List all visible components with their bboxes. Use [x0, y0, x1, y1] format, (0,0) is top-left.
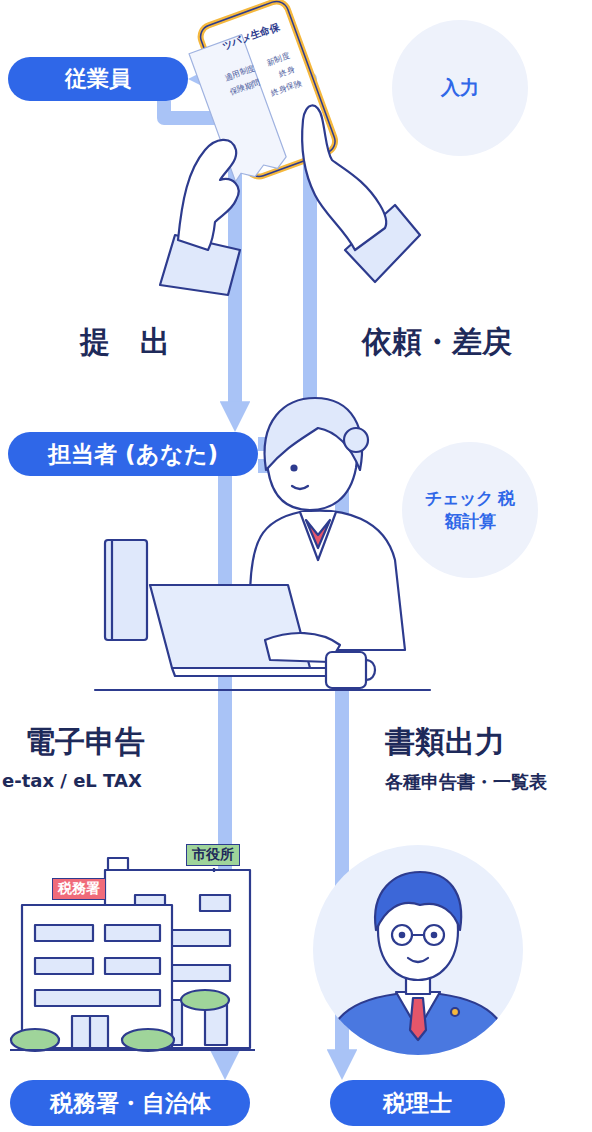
node-text: 担当者 (あなた): [48, 439, 218, 470]
office-buildings-illustration-part: [22, 905, 172, 1048]
staff-illustration-part: [366, 660, 375, 680]
node-text: 税理士: [383, 1088, 452, 1119]
edge-sublabel: 各種申告書・一覧表: [385, 770, 547, 794]
step-circle: 入力: [392, 20, 528, 156]
office-buildings-illustration-part: [35, 925, 93, 941]
node-text: 入力: [441, 75, 479, 101]
accountant-illustration-part: [412, 934, 424, 936]
step-circle: チェック 税額計算: [402, 442, 538, 578]
node-text: 税務署・自治体: [50, 1088, 211, 1119]
office-buildings-illustration-part: [11, 1029, 59, 1051]
phone-text: 終身: [278, 64, 297, 80]
phone-screen-text: ツバメ生命保適用制度新制度保険期間終身終身保険: [0, 0, 592, 284]
office-buildings-illustration-part: [181, 990, 229, 1010]
staff-illustration-part: [172, 668, 350, 676]
circle-fill: [402, 442, 538, 578]
hands-phone-illustration-part: [178, 140, 239, 250]
node-text: 従業員: [65, 64, 131, 94]
accountant-illustration-part: [392, 925, 412, 945]
office-buildings-illustration-part: [105, 958, 160, 974]
building-sign: 税務署: [52, 878, 106, 900]
circle-fill: [392, 20, 528, 156]
office-buildings-illustration-part: [200, 895, 230, 911]
hands-phone-illustration: [160, 0, 420, 295]
staff-illustration-part: [326, 652, 366, 688]
office-buildings-illustration-part: [185, 840, 243, 868]
staff-illustration-part: [292, 486, 308, 489]
edge-label: 書類出力: [385, 722, 505, 763]
office-buildings-illustration-part: [35, 990, 160, 1006]
office-buildings-illustration-part: [105, 925, 160, 941]
accountant-illustration-part: [408, 958, 428, 962]
accountant-illustration-part: [451, 1008, 459, 1016]
building-sign: 市役所: [186, 844, 240, 866]
phone-text: 終身保険: [270, 77, 304, 98]
office-buildings-illustration-part: [35, 958, 93, 974]
edge-label: 提 出: [80, 322, 170, 363]
staff-illustration-part: [95, 689, 430, 691]
hands-phone-illustration-part: [302, 105, 386, 250]
office-buildings-illustration: [10, 840, 255, 1051]
accountant-illustration-part: [400, 933, 404, 937]
office-buildings-illustration-part: [10, 1049, 255, 1051]
accountant-illustration-part-part: [410, 998, 426, 1040]
accountant-illustration-part: [432, 933, 436, 937]
destination-pill: 税務署・自治体: [10, 1080, 250, 1126]
staff-illustration-part: [292, 466, 297, 471]
role-pill: 担当者 (あなた): [8, 432, 258, 476]
accountant-illustration-part: [320, 992, 516, 1070]
accountant-illustration-part-part: [320, 992, 516, 1070]
office-buildings-illustration-part: [122, 1029, 174, 1051]
accountant-illustration-part: [424, 925, 444, 945]
office-buildings-illustration-part: [72, 1016, 108, 1048]
destination-pill: 税理士: [330, 1080, 505, 1126]
role-pill: 従業員: [8, 57, 188, 101]
circle-outline: [402, 442, 538, 578]
staff-illustration-part: [300, 512, 336, 560]
edge-label: 電子申告: [25, 722, 145, 763]
edge-label: 依頼・差戻: [362, 322, 512, 363]
office-buildings-illustration-part: [213, 868, 215, 872]
phone-text: ツバメ生命保: [220, 20, 281, 54]
accountant-illustration: [313, 845, 523, 1070]
office-buildings-illustration-part: [89, 1016, 91, 1048]
edge-sublabel: e-tax / eL TAX: [2, 770, 142, 791]
staff-illustration-part: [306, 520, 330, 548]
accountant-illustration-part: [375, 872, 461, 930]
staff-illustration-part: [111, 540, 113, 640]
staff-illustration-part: [344, 428, 368, 452]
staff-illustration-part: [105, 540, 147, 640]
node-text: チェック 税額計算: [420, 487, 520, 533]
